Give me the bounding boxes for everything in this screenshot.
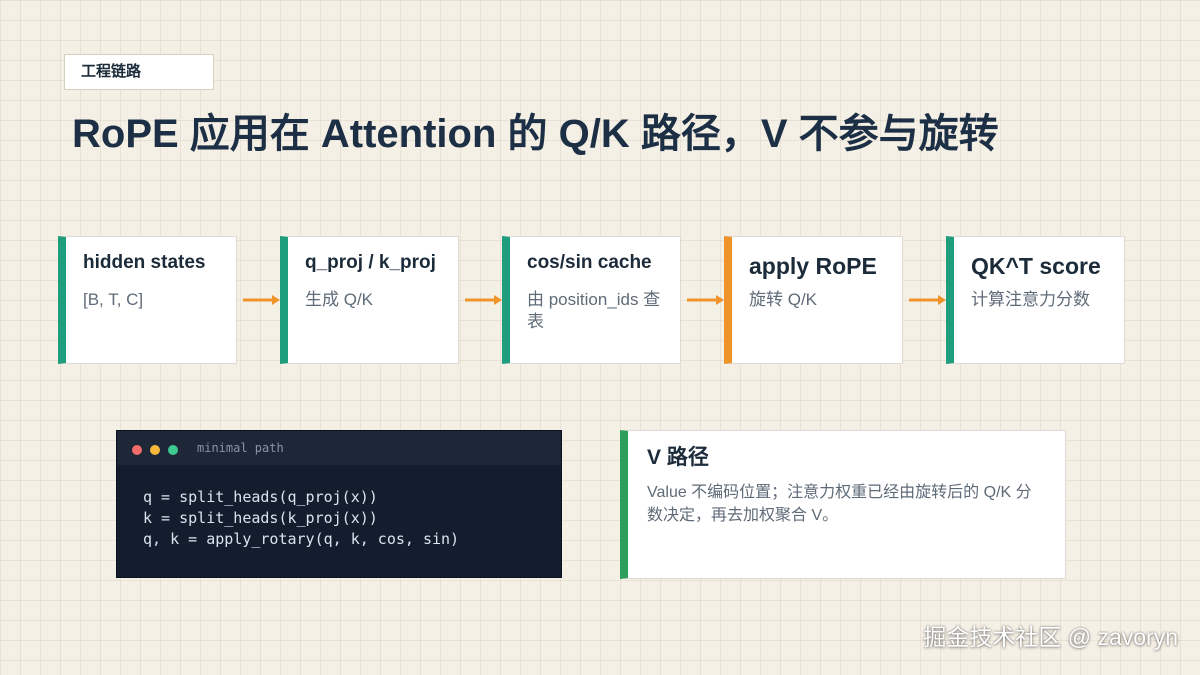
step-desc: [B, T, C] [83,290,144,309]
step-title: apply RoPE [749,253,877,279]
section-tag: 工程链路 [64,54,214,90]
step-desc: 计算注意力分数 [971,290,1090,309]
step-card-apply-rope: apply RoPE 旋转 Q/K [724,236,903,364]
step-card-hidden-states: hidden states [B, T, C] [58,236,237,364]
code-window: minimal path q = split_heads(q_proj(x))k… [116,430,562,578]
code-caption: minimal path [197,441,284,455]
window-minimize-dot-icon [150,445,160,455]
code-block: q = split_heads(q_proj(x))k = split_head… [117,465,561,550]
v-path-title: V 路径 [647,446,709,469]
watermark: 掘金技术社区 @ zavoryn [923,624,1178,650]
code-line: k = split_heads(k_proj(x)) [143,509,378,527]
code-line: q = split_heads(q_proj(x)) [143,488,378,506]
step-card-qkt-score: QK^T score 计算注意力分数 [946,236,1125,364]
step-title: cos/sin cache [527,252,652,273]
step-title: QK^T score [971,253,1101,279]
step-title: hidden states [83,252,206,273]
step-card-qk-proj: q_proj / k_proj 生成 Q/K [280,236,459,364]
step-title: q_proj / k_proj [305,252,436,273]
window-close-dot-icon [132,445,142,455]
step-desc: 由 position_ids 查表 [527,290,661,331]
v-path-desc: Value 不编码位置；注意力权重已经由旋转后的 Q/K 分数决定，再去加权聚合… [647,484,1032,524]
code-line: q, k = apply_rotary(q, k, cos, sin) [143,530,460,548]
step-card-cos-sin-cache: cos/sin cache 由 position_ids 查表 [502,236,681,364]
step-desc: 生成 Q/K [305,290,374,309]
page-title: RoPE 应用在 Attention 的 Q/K 路径，V 不参与旋转 [72,112,999,156]
code-window-titlebar: minimal path [117,431,561,465]
step-desc: 旋转 Q/K [749,290,818,309]
arrow-right-icon [243,295,280,305]
window-maximize-dot-icon [168,445,178,455]
arrow-right-icon [465,295,502,305]
arrow-right-icon [909,295,946,305]
arrow-right-icon [687,295,724,305]
v-path-card: V 路径 Value 不编码位置；注意力权重已经由旋转后的 Q/K 分数决定，再… [620,430,1066,579]
